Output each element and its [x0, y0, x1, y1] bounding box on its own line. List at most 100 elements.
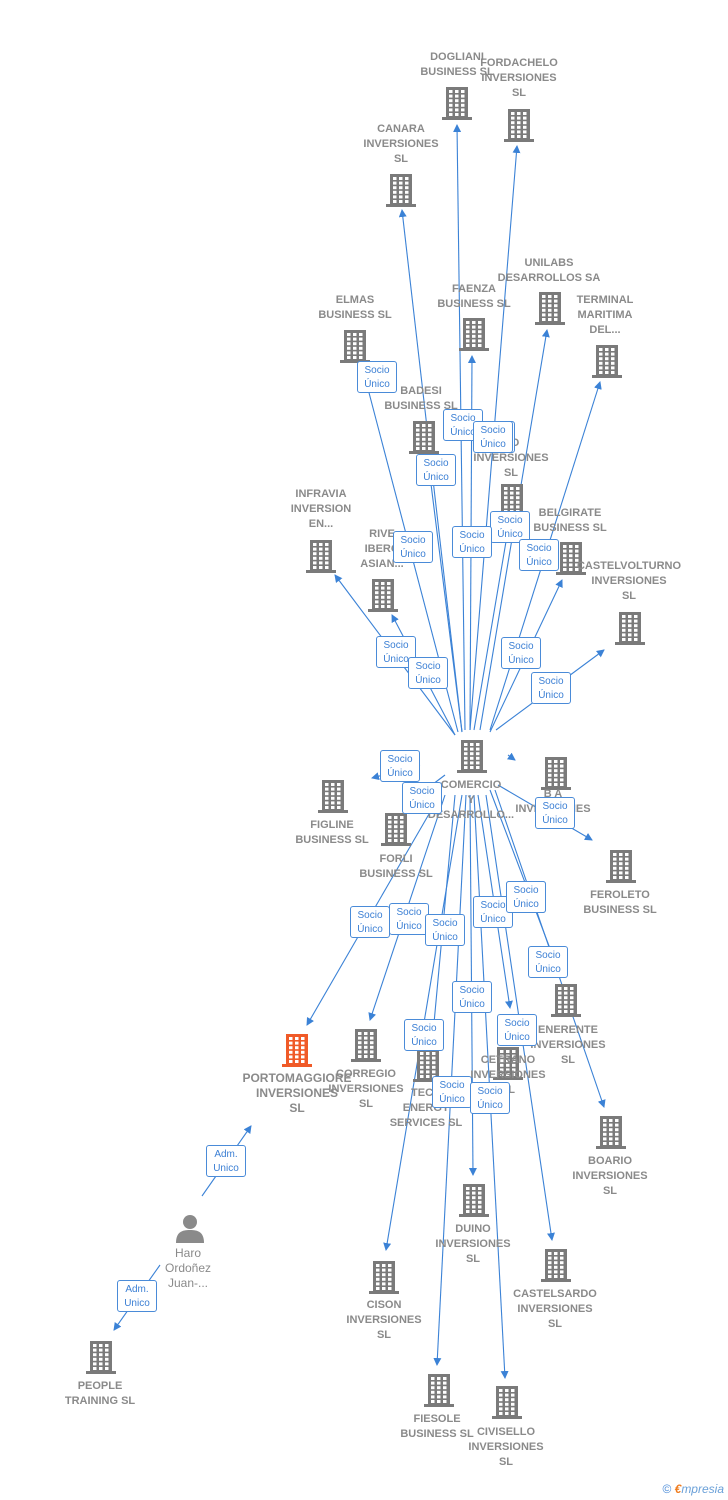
building-icon[interactable] — [457, 739, 487, 778]
adm-unico-badge-people[interactable]: Adm.Unico — [117, 1280, 157, 1312]
building-icon[interactable] — [459, 1183, 489, 1222]
building-icon[interactable] — [556, 541, 586, 580]
building-icon[interactable] — [386, 173, 416, 212]
building-icon[interactable] — [596, 1115, 626, 1154]
node-label-cetrano[interactable]: CETRANOINVERSIONESSL — [443, 1053, 573, 1098]
label-line: MARITIMA — [577, 309, 633, 321]
label-line: SL — [358, 1098, 374, 1110]
building-icon[interactable] — [459, 317, 489, 356]
label-line: BUSINESS SL — [533, 522, 607, 534]
person-icon[interactable] — [176, 1213, 204, 1248]
building-icon[interactable] — [369, 1260, 399, 1299]
label-line: ELMAS — [335, 294, 375, 306]
label-line: DUINO — [455, 1223, 491, 1235]
building-icon[interactable] — [282, 1033, 312, 1072]
building-icon[interactable] — [86, 1340, 116, 1379]
label-line: INVERSIONES — [481, 72, 557, 84]
building-icon[interactable] — [551, 983, 581, 1022]
building-icon[interactable] — [306, 539, 336, 578]
building-icon[interactable] — [504, 108, 534, 147]
building-icon[interactable] — [606, 849, 636, 888]
building-icon[interactable] — [592, 344, 622, 383]
building-icon[interactable] — [413, 1048, 443, 1087]
label-line: SL — [498, 1456, 514, 1468]
building-icon[interactable] — [368, 578, 398, 617]
building-icon[interactable] — [615, 611, 645, 650]
label-line: BUSINESS SL — [437, 298, 511, 310]
building-icon[interactable] — [442, 86, 472, 125]
label-line: INVERSIONES — [591, 575, 667, 587]
label-line: CASTELVOLTURNO — [576, 560, 682, 572]
label-line: FORLI — [379, 853, 413, 865]
label-line: DESARROLLOS SA — [497, 272, 601, 284]
building-icon[interactable] — [541, 1248, 571, 1287]
building-icon[interactable] — [535, 291, 565, 330]
label-line: INVERSIONES — [435, 1238, 511, 1250]
label-line: INFRAVIA — [295, 488, 347, 500]
building-icon[interactable] — [541, 756, 571, 795]
building-icon[interactable] — [340, 329, 370, 368]
building-icon[interactable] — [318, 779, 348, 818]
building-icon[interactable] — [493, 1046, 523, 1085]
label-line: INVERSIONES — [572, 1170, 648, 1182]
building-icon[interactable] — [492, 1385, 522, 1424]
label-line: IBERO — [364, 543, 400, 555]
building-icon[interactable] — [351, 1028, 381, 1067]
adm-unico-badge-portomaggiore[interactable]: Adm.Unico — [206, 1145, 246, 1177]
building-icon[interactable] — [409, 420, 439, 459]
building-icon[interactable] — [381, 812, 411, 851]
building-icon[interactable] — [424, 1373, 454, 1412]
